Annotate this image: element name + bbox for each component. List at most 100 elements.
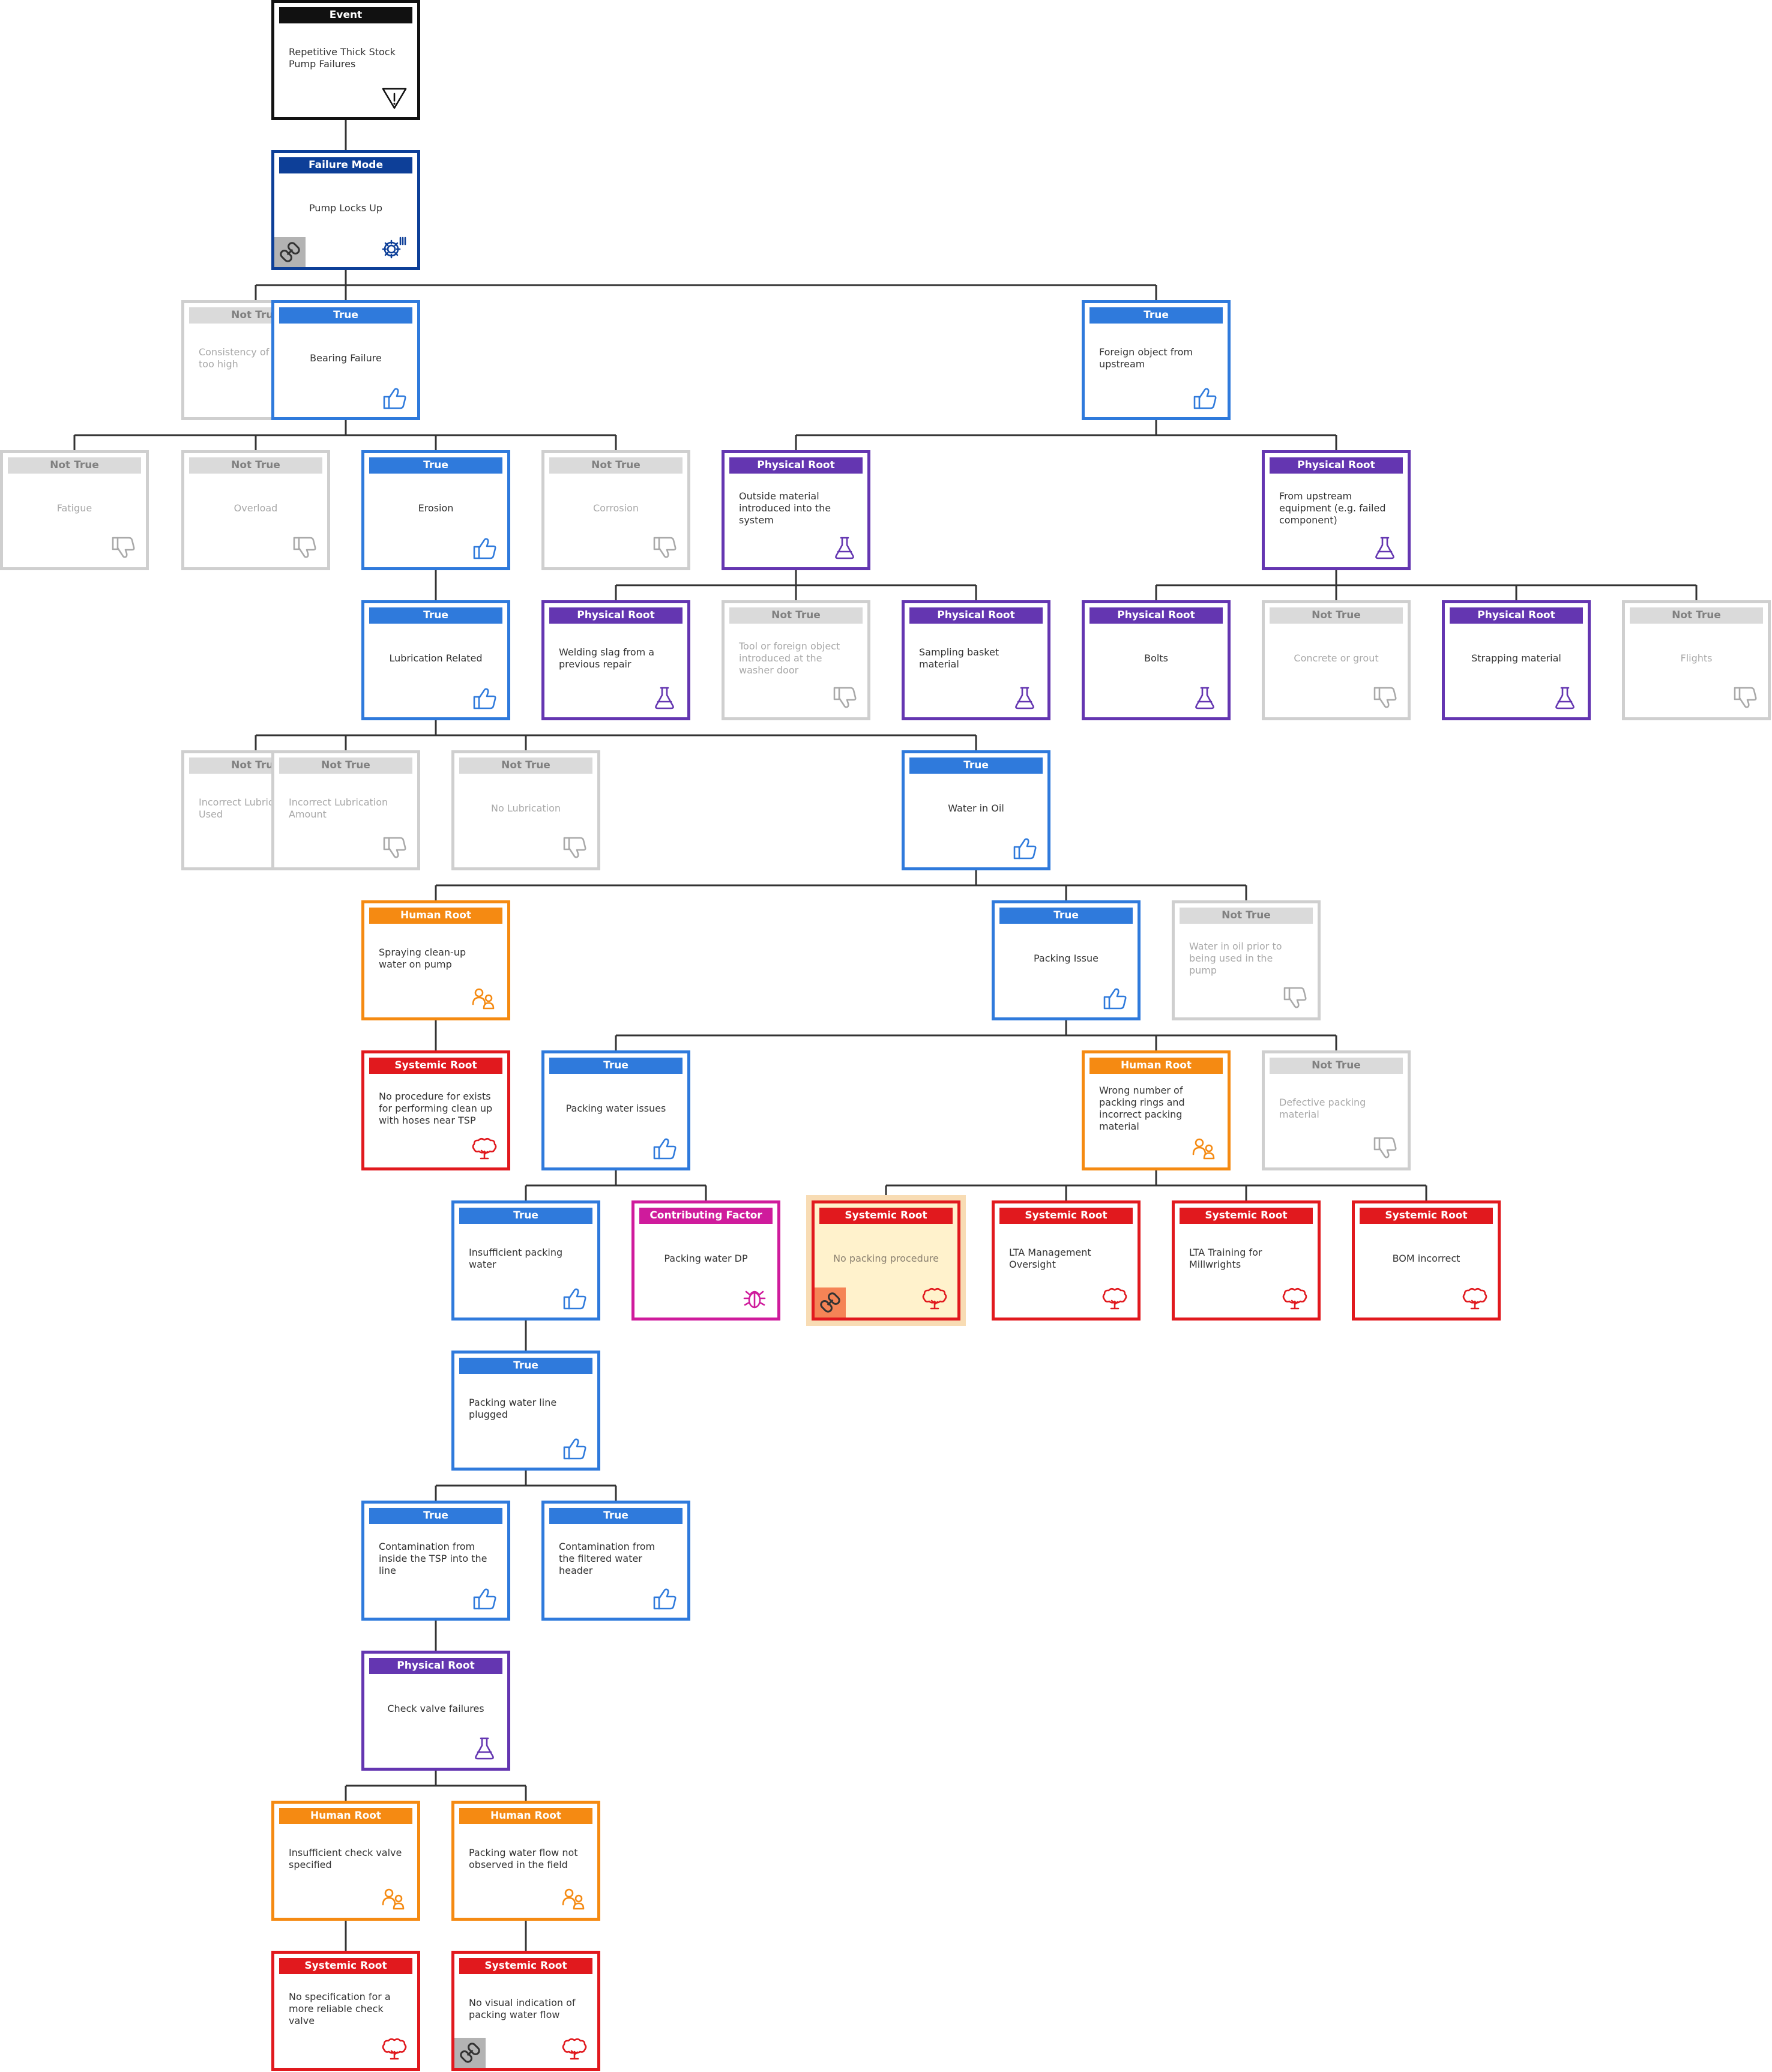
people-icon: [561, 1887, 588, 1911]
node-text: Incorrect Lubrication Amount: [289, 797, 388, 820]
warning-triangle-icon: [381, 86, 408, 110]
link-icon[interactable]: [815, 1287, 846, 1318]
node-text: Bearing Failure: [310, 352, 382, 364]
node-type-label: Human Root: [369, 908, 502, 924]
node-type-label: True: [369, 1508, 502, 1524]
node-type-label: Failure Mode: [279, 157, 412, 173]
node-type-label: Not True: [549, 457, 683, 474]
flask-icon: [471, 1736, 498, 1760]
link-icon[interactable]: [454, 2038, 486, 2068]
thumbs-up-icon: [471, 686, 498, 710]
thumbs-down-icon: [291, 536, 318, 560]
connector-group: [435, 1471, 617, 1501]
node-text: Bolts: [1144, 652, 1168, 664]
thumbs-up-icon: [651, 1136, 678, 1160]
connector-group: [885, 1170, 1427, 1200]
node-type-label: True: [999, 908, 1133, 924]
node-text: Lubrication Related: [389, 652, 483, 664]
node-type-label: Systemic Root: [999, 1208, 1133, 1224]
node-type-label: Not True: [1180, 908, 1313, 924]
thumbs-up-icon: [471, 536, 498, 560]
connector-group: [615, 570, 977, 600]
node-type-label: True: [369, 607, 502, 624]
node-type-label: True: [279, 307, 412, 324]
node-type-label: Systemic Root: [1180, 1208, 1313, 1224]
node-text: Concrete or grout: [1294, 652, 1379, 664]
node-type-label: Not True: [729, 607, 863, 624]
node-text: Packing water line plugged: [469, 1397, 557, 1420]
node-text: Pump Locks Up: [309, 202, 383, 214]
node-text: No visual indication of packing water fl…: [469, 1997, 576, 2020]
node-type-label: Physical Root: [1089, 607, 1223, 624]
link-icon[interactable]: [274, 237, 306, 267]
thumbs-down-icon: [561, 836, 588, 860]
connector-group: [255, 720, 977, 750]
node-text: Sampling basket material: [919, 646, 999, 670]
thumbs-up-icon: [471, 1586, 498, 1610]
node-text: Packing water DP: [664, 1253, 748, 1264]
tree-icon: [1462, 1286, 1488, 1310]
node-type-label: Human Root: [1089, 1058, 1223, 1074]
node-text: Repetitive Thick Stock Pump Failures: [289, 46, 396, 70]
thumbs-up-icon: [651, 1586, 678, 1610]
connector-group: [73, 420, 617, 450]
flask-icon: [651, 686, 678, 710]
node-text: No Lubrication: [490, 803, 561, 814]
node-text: No packing procedure: [833, 1253, 939, 1264]
bug-icon: [741, 1286, 768, 1310]
node-text: Erosion: [418, 502, 454, 514]
node-type-label: Physical Root: [369, 1658, 502, 1674]
node-text: Spraying clean-up water on pump: [379, 947, 466, 970]
node-text: Insufficient check valve specified: [289, 1847, 402, 1870]
node-type-label: Human Root: [459, 1808, 592, 1824]
people-icon: [1192, 1136, 1218, 1160]
flask-icon: [1372, 536, 1398, 560]
node-type-label: Not True: [1630, 607, 1763, 624]
flask-icon: [1192, 686, 1218, 710]
node-text: Flights: [1680, 652, 1713, 664]
